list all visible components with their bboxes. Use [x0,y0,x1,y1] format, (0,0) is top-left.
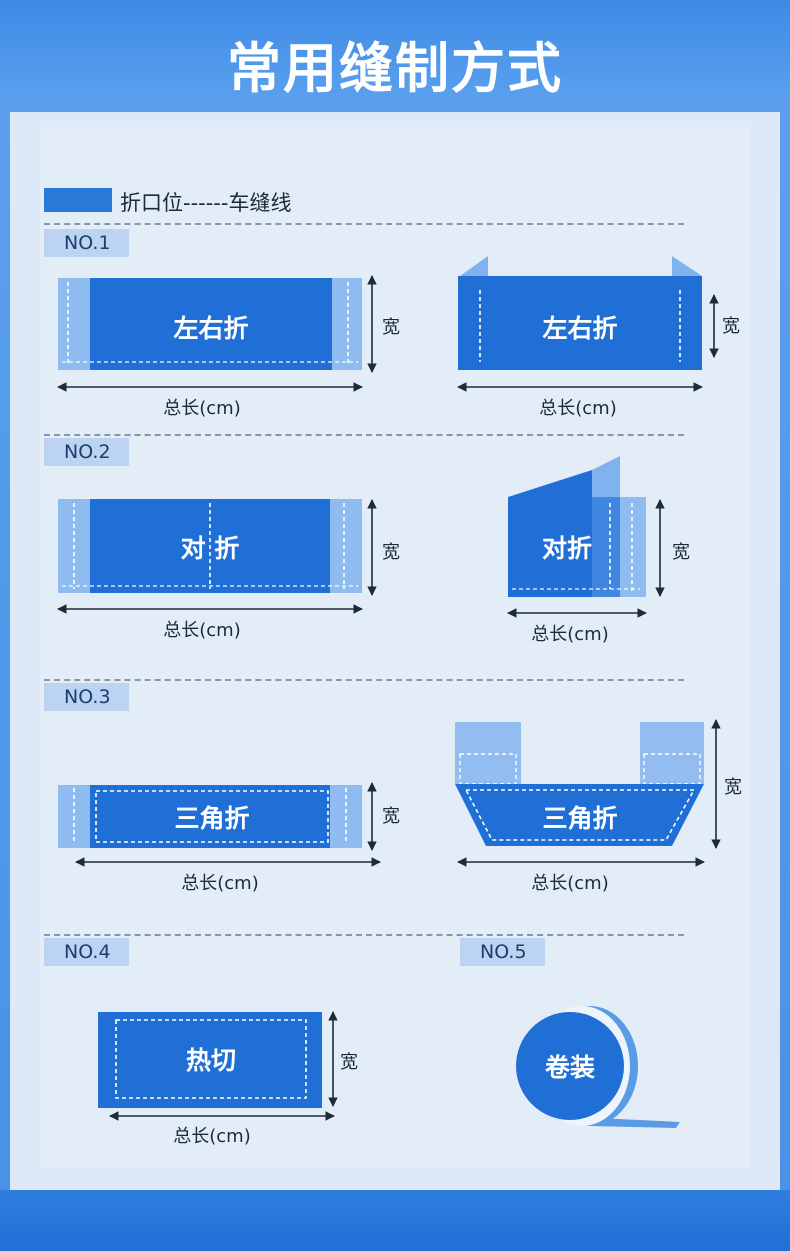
width-label: 宽 [340,1052,358,1073]
diagram-no2-left: 对 折 宽 总长(cm) [57,499,400,641]
width-label: 宽 [382,806,400,827]
section-badge-no1: NO.1 [44,229,129,257]
page-title: 常用缝制方式 [227,37,563,100]
diagram-no2-right: 对折 宽 总长(cm) [507,456,690,645]
shape-label: 三角折 [542,804,617,833]
bottom-band [0,1190,790,1251]
shape-label: 对 折 [181,534,240,563]
diagram-no3-right: 三角折 宽 总长(cm) [455,719,742,894]
separator-1 [44,223,684,225]
diagram-no4: 热切 宽 总长(cm) [98,1011,358,1147]
section-badge-no3: NO.3 [44,683,129,711]
shape-label: 对折 [542,534,592,563]
width-label: 宽 [722,316,740,337]
legend-label: 折口位------车缝线 [120,191,292,215]
width-label: 宽 [382,542,400,563]
shape-label: 左右折 [173,314,248,343]
section-number: NO.2 [64,441,111,463]
section-number: NO.5 [480,941,527,963]
length-label: 总长(cm) [173,1126,250,1147]
diagram-no3-left: 三角折 宽 总长(cm) [58,782,400,894]
length-label: 总长(cm) [539,398,616,419]
width-label: 宽 [724,777,742,798]
shape-label: 左右折 [542,314,617,343]
shape-label: 热切 [186,1046,236,1075]
diagram-no5-roll: 卷装 [516,1006,680,1128]
separator-2 [44,434,684,436]
section-badge-no5: NO.5 [460,938,545,966]
shape-label: 三角折 [174,804,249,833]
separator-4 [44,934,684,936]
section-badge-no2: NO.2 [44,438,129,466]
width-label: 宽 [672,542,690,563]
section-badge-no4: NO.4 [44,938,129,966]
length-label: 总长(cm) [531,873,608,894]
width-label: 宽 [382,317,400,338]
section-number: NO.3 [64,686,111,708]
section-number: NO.4 [64,941,111,963]
legend-swatch [44,188,112,212]
diagram-no1-right: 左右折 宽 总长(cm) [457,256,740,419]
length-label: 总长(cm) [181,873,258,894]
diagram-no1-left: 左右折 宽 总长(cm) [57,275,400,419]
length-label: 总长(cm) [163,398,240,419]
separator-3 [44,679,684,681]
section-number: NO.1 [64,232,111,254]
length-label: 总长(cm) [531,624,608,645]
length-label: 总长(cm) [163,620,240,641]
shape-label: 卷装 [545,1053,595,1082]
